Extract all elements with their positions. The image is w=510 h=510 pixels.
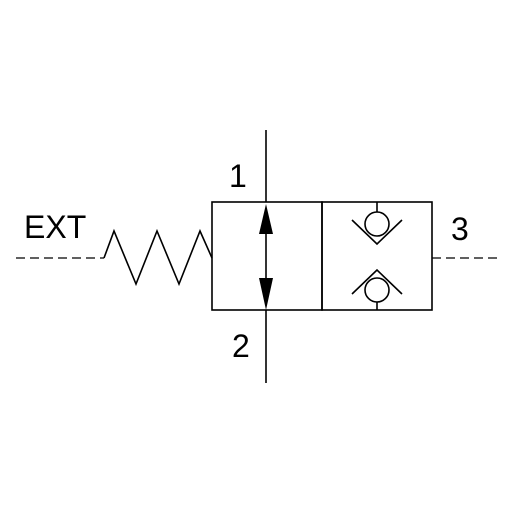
valve-right-position-box (321, 201, 433, 311)
port-1-label: 1 (229, 158, 247, 194)
port-3-label: 3 (451, 211, 469, 247)
check-valve-icon (351, 268, 403, 310)
port-2-label: 2 (232, 328, 250, 364)
check-valve-icon (351, 202, 403, 246)
spring-icon (103, 228, 213, 287)
ext-label: EXT (24, 209, 86, 245)
bidirectional-arrow-icon (259, 204, 273, 310)
